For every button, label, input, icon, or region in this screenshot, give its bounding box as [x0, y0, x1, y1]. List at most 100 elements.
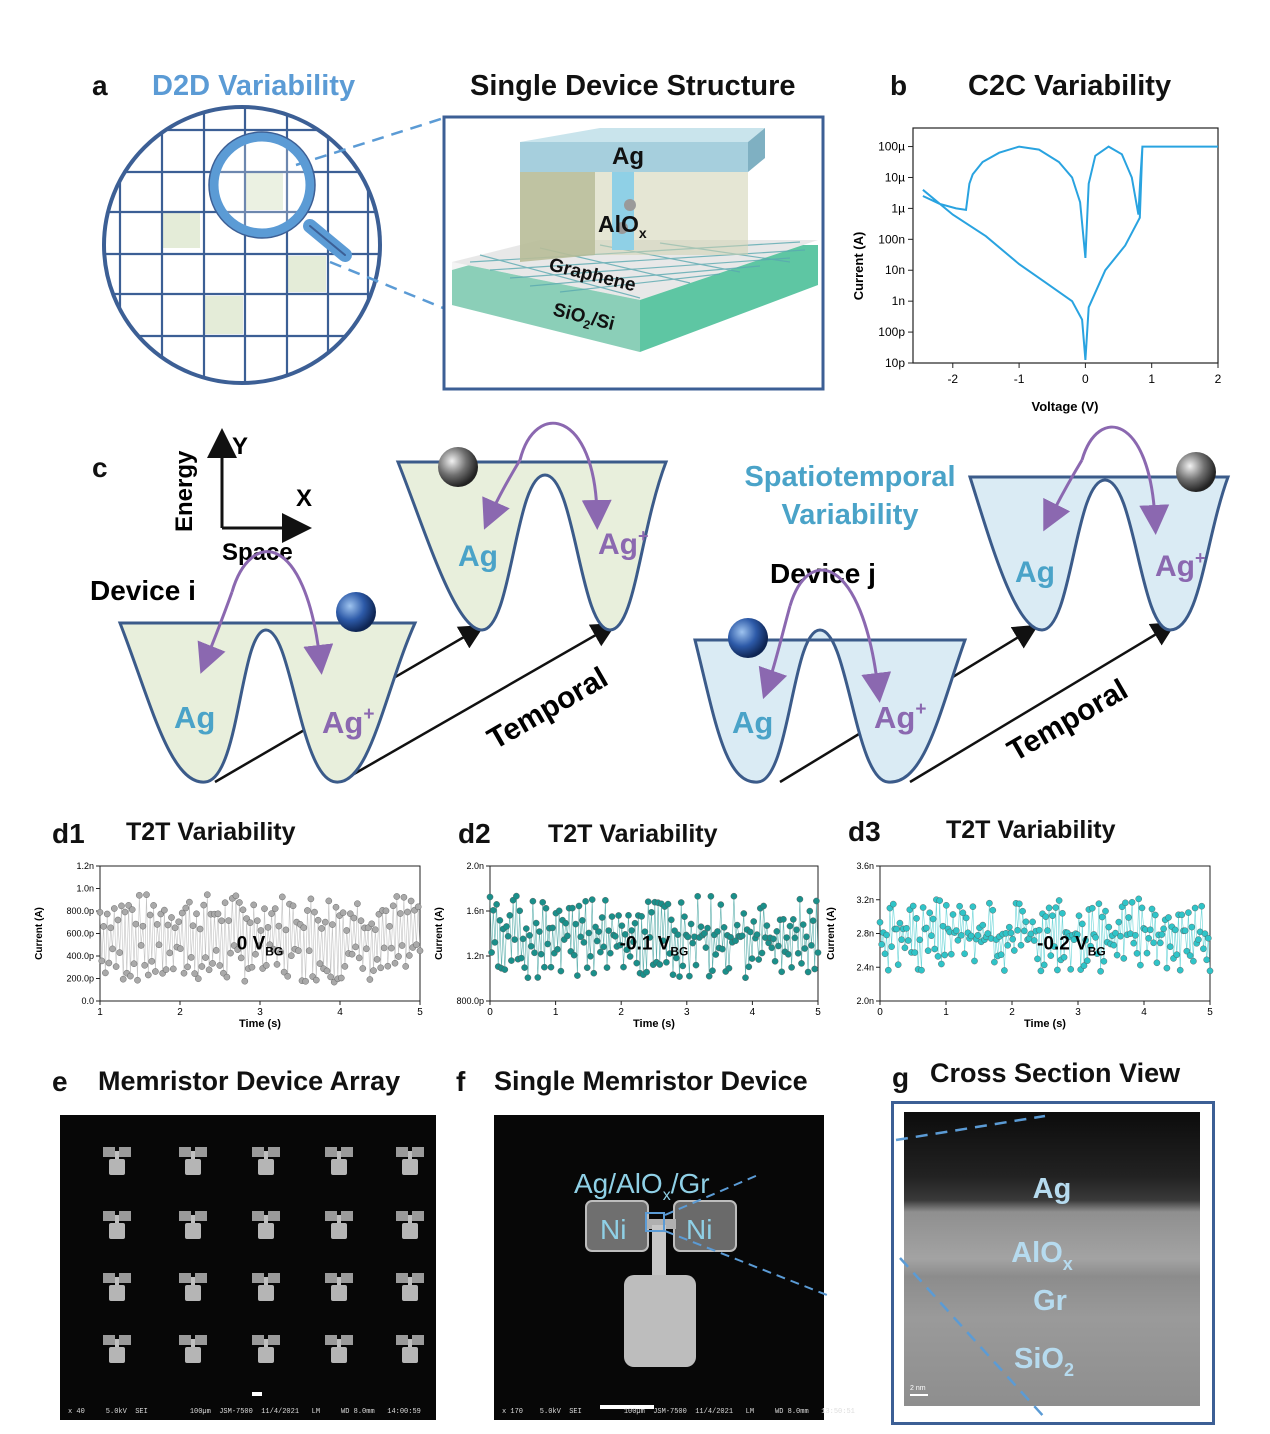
- d2d-title: D2D Variability: [152, 70, 356, 102]
- t2t-point: [618, 922, 626, 929]
- blue-ion-ball: [336, 592, 376, 632]
- device-i-label: Device i: [90, 575, 196, 606]
- t2t-point: [755, 956, 763, 963]
- t2t-point: [952, 927, 960, 934]
- t2t-point: [1027, 930, 1035, 938]
- t2t-point: [253, 917, 261, 924]
- t2t-point: [488, 949, 495, 956]
- t2t-point: [1201, 930, 1209, 937]
- t2t-point: [611, 933, 619, 940]
- t2t-point: [329, 921, 336, 928]
- iv-xtick: 2: [1215, 372, 1222, 386]
- t2t-point: [209, 960, 216, 967]
- t2t-point: [605, 927, 612, 934]
- t2t-point: [592, 923, 599, 931]
- t2t-point: [638, 913, 645, 920]
- t2t-point: [241, 977, 249, 985]
- t2t-point: [339, 909, 347, 917]
- t2t-point: [1019, 907, 1026, 915]
- t2t-ytick: 3.6n: [856, 861, 874, 871]
- well-j2-agplus: Ag+: [1155, 548, 1206, 583]
- t2t-point: [216, 962, 224, 969]
- t2t-point: [971, 957, 978, 965]
- t2t-point: [350, 914, 358, 922]
- t2t-point: [496, 917, 504, 924]
- t2t-point: [1125, 914, 1133, 921]
- t2t-point: [521, 964, 528, 971]
- t2t-point: [1186, 952, 1194, 959]
- well-j2-ag: Ag: [1015, 556, 1055, 589]
- t2t-xtick: 1: [943, 1007, 949, 1018]
- t2t-point: [223, 973, 231, 981]
- t2t-point: [537, 950, 545, 958]
- axis-x-label: X: [296, 485, 312, 512]
- t2t-point: [264, 924, 272, 931]
- t2t-point: [1181, 927, 1189, 934]
- cross-section-title: Cross Section View: [930, 1058, 1181, 1088]
- t2t-point: [929, 915, 937, 923]
- t2t-point: [1082, 936, 1089, 944]
- t2t-point: [620, 963, 627, 971]
- layer-alox-label: AlOx: [598, 211, 647, 241]
- t2t-point: [881, 950, 889, 958]
- t2t-point: [681, 913, 688, 920]
- t2t-point: [534, 974, 542, 981]
- layer-substrate-label: SiO2/Si: [550, 299, 617, 337]
- t2t-point: [252, 950, 259, 958]
- sem-array-footer: x 40 5.0kV SEI 100µm JSM-7500 11/4/2021 …: [68, 1408, 421, 1416]
- t2t-point: [529, 897, 537, 905]
- t2t-point: [1188, 923, 1196, 931]
- t2t-point: [659, 937, 667, 944]
- t2t-point: [672, 954, 680, 962]
- t2t-point: [753, 931, 761, 938]
- t2t-point: [352, 943, 359, 951]
- t2t-point: [416, 947, 424, 954]
- t2t-point: [323, 967, 331, 975]
- t2t-point: [948, 950, 955, 958]
- array-device: [325, 1147, 353, 1175]
- t2t-point: [513, 892, 520, 900]
- t2t-point: [904, 937, 912, 944]
- t2t-point: [941, 951, 948, 959]
- t2t-point: [321, 918, 329, 926]
- t2t-point: [686, 972, 693, 980]
- well-i2-ag: Ag: [458, 540, 498, 573]
- t2t-point: [1143, 949, 1151, 957]
- t2t-xtick: 4: [750, 1007, 756, 1018]
- t2t-point: [202, 954, 209, 961]
- t2t-point: [1100, 958, 1108, 965]
- t2t-point: [1183, 947, 1191, 955]
- iv-ytick: 1µ: [891, 201, 905, 215]
- t2t-point: [549, 924, 556, 932]
- t2t-point: [896, 919, 904, 927]
- sem-single-device-image: Ag/AlOx/Gr Ni Ni x 170 5.0kV SEI 100µm J…: [494, 1115, 855, 1420]
- t2t-point: [105, 959, 113, 967]
- t2t-point: [1088, 904, 1096, 912]
- t2t-point: [714, 928, 721, 935]
- t2t-point: [395, 953, 402, 960]
- t2t-point: [246, 919, 254, 926]
- t2t-point: [885, 966, 892, 974]
- t2t-point: [1113, 951, 1121, 959]
- t2t-point: [574, 972, 581, 979]
- t2t-point: [400, 894, 408, 901]
- t2t-xtick: 2: [618, 1007, 624, 1018]
- t2t-point: [143, 891, 150, 899]
- t2t-point: [572, 920, 579, 928]
- t2t-point: [305, 947, 313, 954]
- array-device: [325, 1335, 353, 1363]
- t2t-point: [234, 946, 241, 953]
- t2t-point: [1204, 934, 1212, 942]
- t2t-point: [667, 916, 675, 924]
- t2t-point: [878, 941, 886, 948]
- iv-xtick: 0: [1082, 372, 1089, 386]
- t2t-xtick: 1: [553, 1007, 559, 1018]
- t2t-point: [725, 965, 733, 972]
- t2t-point: [626, 953, 634, 960]
- t2t-point: [262, 962, 270, 969]
- t2t-point: [633, 959, 640, 967]
- t2t-point: [606, 949, 614, 957]
- t2t-point: [388, 944, 395, 952]
- t2t-point: [413, 941, 420, 948]
